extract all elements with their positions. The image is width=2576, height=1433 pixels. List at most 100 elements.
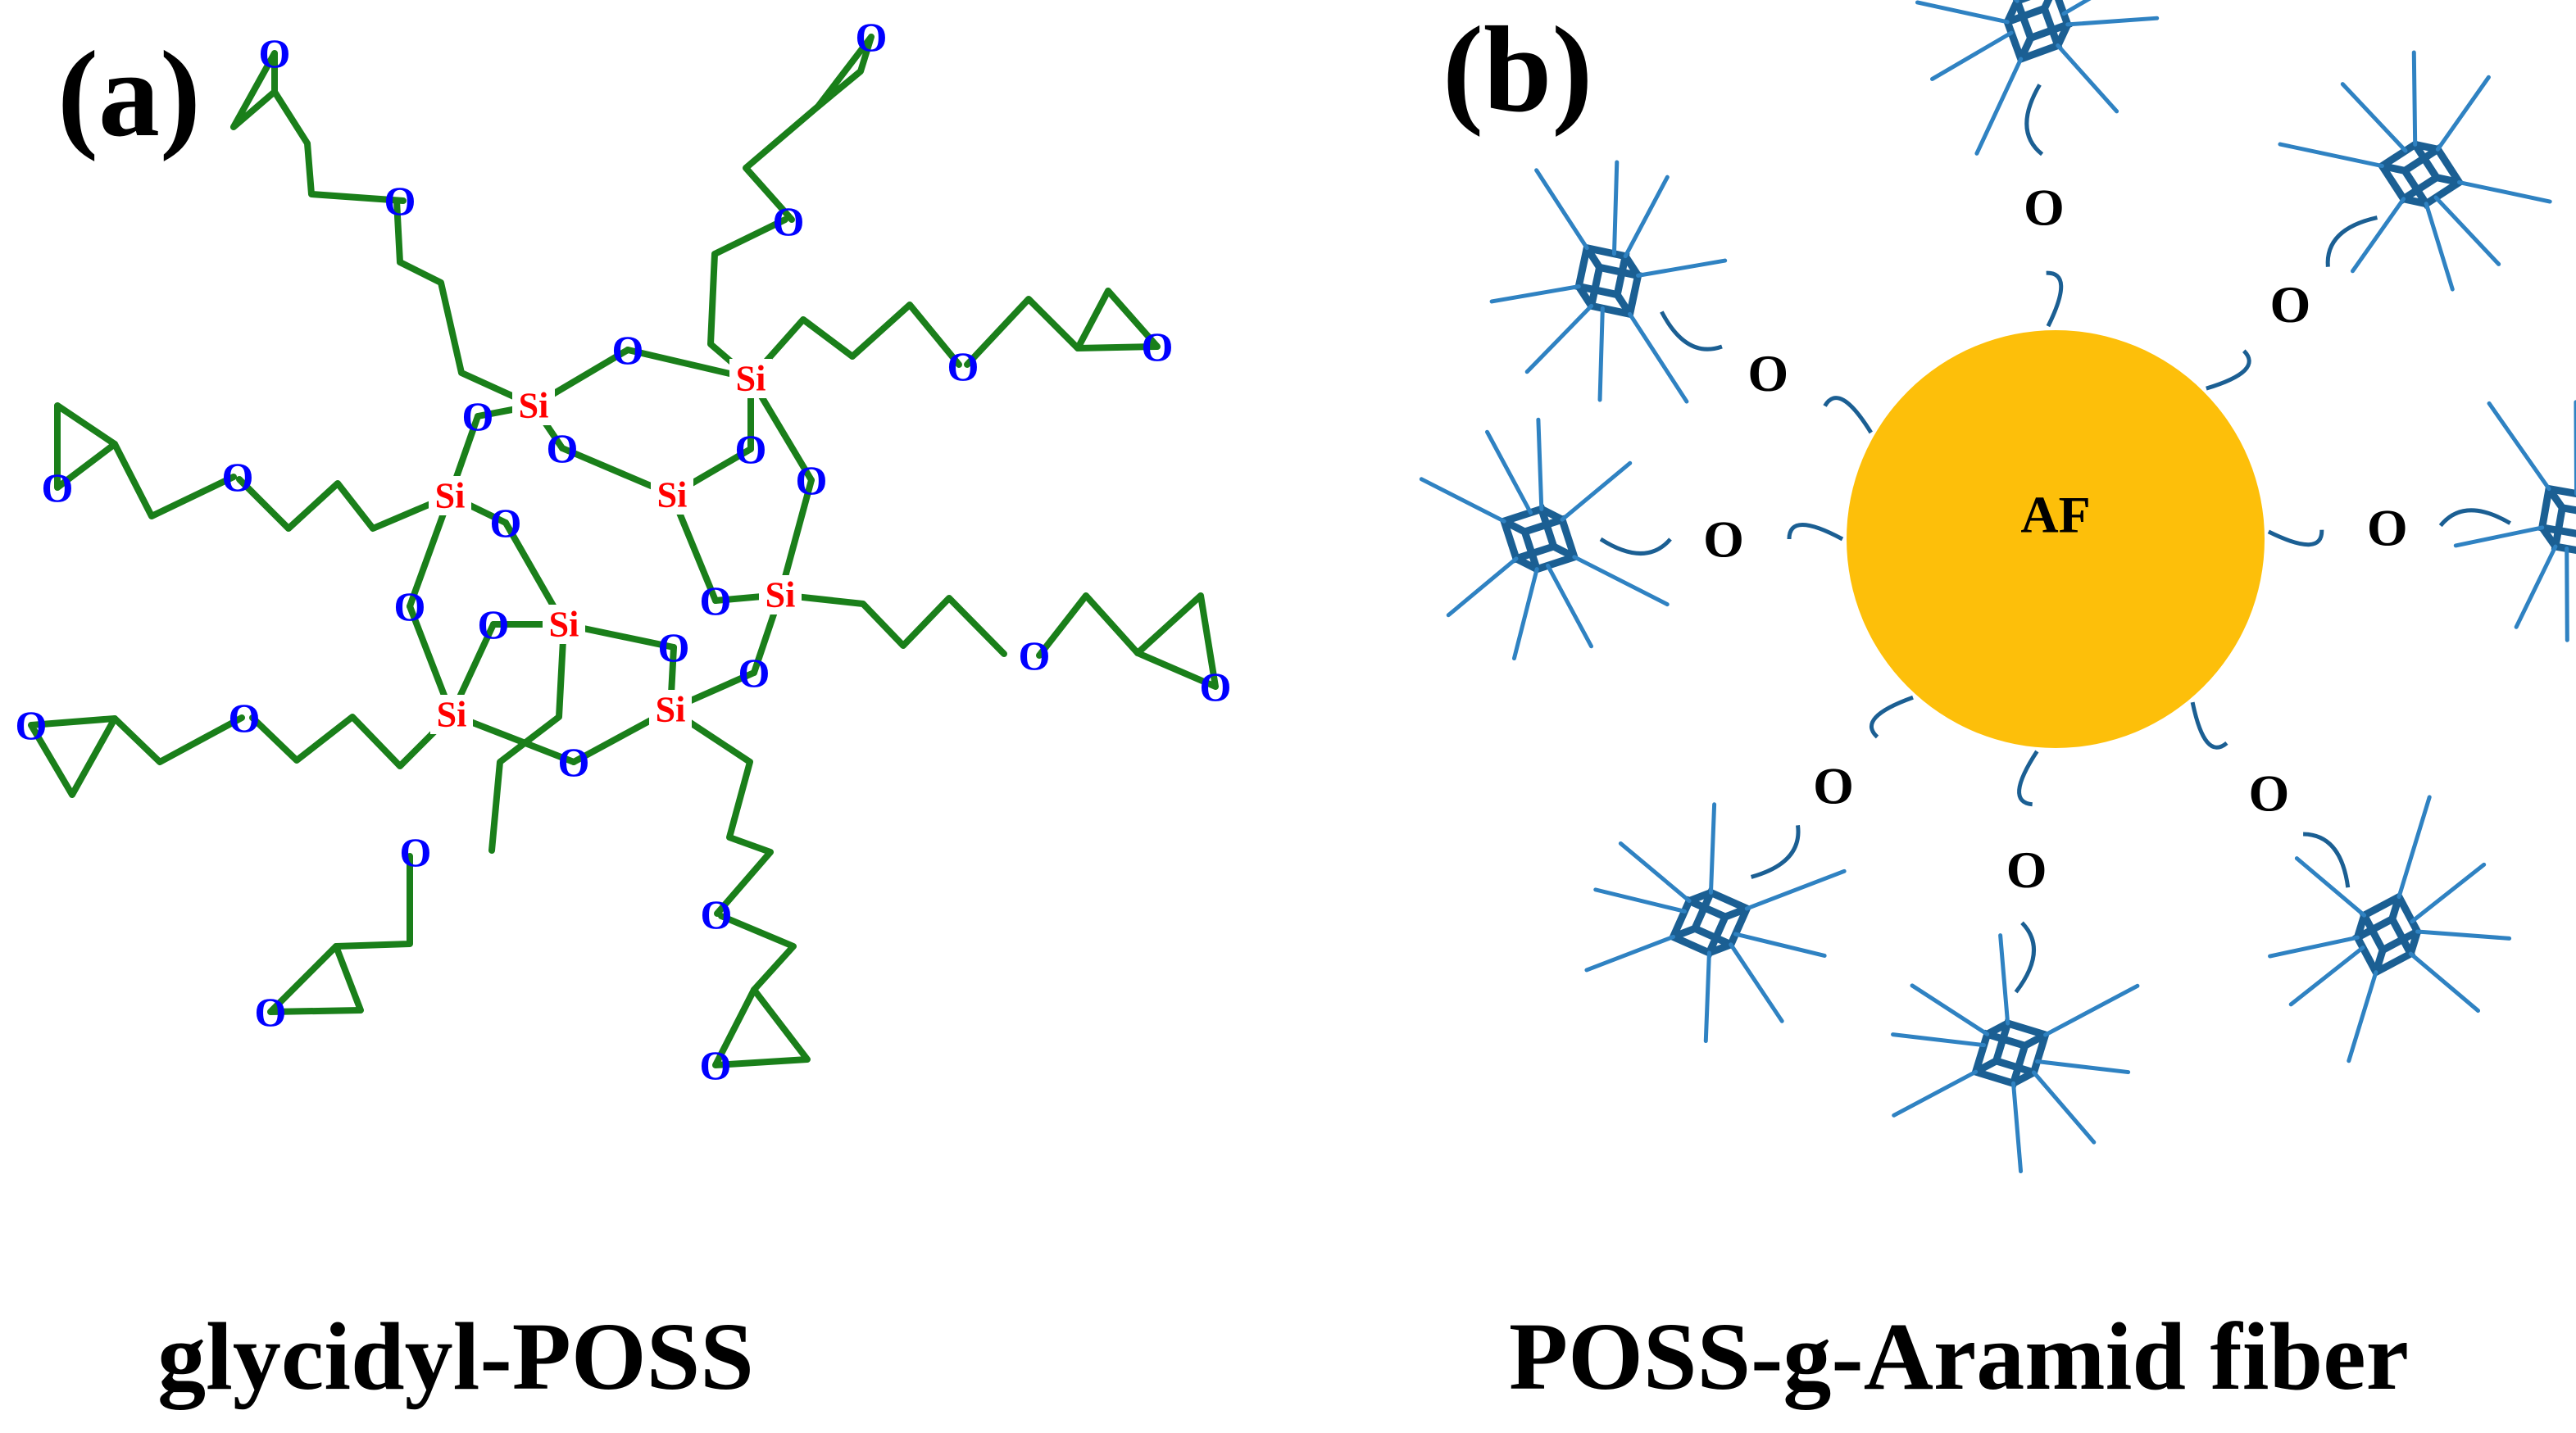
poss-graft-2: O [1489,160,1873,434]
arm-3-ether-oxygen: O [222,454,254,500]
arm-2-propyl-chain [747,302,962,382]
cage-silicon-0: Si [519,386,549,426]
panel-b: (b) AF O O O O O O O O POSS-g-Aramid fiber [1419,0,2576,1410]
graft-tether-inner [1787,523,1844,542]
arm-2-epoxide-oxygen: O [1142,324,1174,370]
silicon-label-backing [649,690,692,729]
arm-6-epoxide-oxygen: O [255,989,287,1035]
poss-graft-0: O [1915,0,2160,328]
linker-oxygen: O [2367,498,2408,556]
silicon-label-backing [429,476,471,515]
fiber-core-label: AF [2020,486,2090,544]
arm-4-epoxide-oxygen: O [1200,664,1232,710]
cage-oxygen-11: O [558,739,590,785]
graft-tether-outer [2438,508,2511,528]
arm-0-propyl-chain [393,197,537,409]
poss-graft-5: O [2190,701,2512,1063]
linker-oxygen: O [2006,841,2047,899]
epoxide-ring-icon [230,50,278,130]
silicon-label-backing [759,575,802,614]
linker-oxygen: O [2248,764,2289,823]
linker-oxygen: O [1703,510,1744,569]
graft-tether-outer [1750,824,1801,879]
cage-oxygen-0: O [612,327,644,373]
linker-oxygen: O [1747,344,1788,402]
cage-silicon-1: Si [736,359,766,399]
arm-3-propyl-chain [236,476,453,532]
epoxide-ring-icon [815,34,875,110]
cube-cage-icon [1584,802,1847,1044]
graft-tether-inner [2190,701,2228,750]
graft-tether-outer [2014,921,2036,994]
epoxide-ring-icon [267,943,364,1015]
graft-tether-inner [2206,349,2251,391]
arm-4-ether-oxygen: O [1019,633,1051,678]
cage-silicon-2: Si [435,476,466,516]
arm-1-epoxide-oxygen: O [856,14,888,60]
cube-cage-icon [1891,933,2140,1174]
panel-b-caption: POSS-g-Aramid fiber [1509,1303,2409,1410]
epoxide-ring-icon [1074,288,1161,351]
poss-graft-7: O [1891,750,2140,1174]
linker-oxygen: O [2269,275,2310,333]
arm-0-glycidyl-tail [271,88,407,204]
arm-4-propyl-chain [777,592,1007,657]
graft-tether-inner [2017,750,2039,807]
aramid-fiber-core [1847,330,2265,748]
molecule-bonds [28,34,1219,1068]
epoxide-ring-icon [712,986,811,1068]
linker-oxygen: O [1813,756,1854,814]
arm-7-glycidyl-tail [718,913,797,993]
cage-oxygen-8: O [478,601,510,647]
cube-cage-icon [2268,795,2512,1063]
cube-cage-icon [2278,50,2552,292]
cage-oxygen-10: O [738,650,770,696]
arm-5-glycidyl-tail [111,714,245,765]
cage-silicon-6: Si [437,695,467,735]
arm-5-ether-oxygen: O [229,695,261,741]
panel-a-caption: glycidyl-POSS [157,1303,754,1410]
arm-0-epoxide-oxygen: O [259,30,291,76]
silicon-label-backing [543,605,585,644]
graft-tether-inner [1823,396,1873,434]
graft-tether-outer [1660,311,1723,351]
arm-1-glycidyl-tail [743,103,821,223]
graft-tether-outer [1599,537,1672,556]
epoxide-ring-icon [54,402,118,491]
cage-oxygen-9: O [658,624,690,670]
arm-7-ether-oxygen: O [701,891,733,937]
arm-6-propyl-chain [488,621,567,854]
panel-a-label: (a) [57,26,201,162]
silicon-label-backing [430,695,473,734]
cube-cage-icon [1915,0,2160,156]
linker-oxygen: O [2024,179,2065,237]
poss-grafted-fiber: AF O O O O O O O O [1419,0,2576,1174]
graft-tether-outer [2303,832,2351,888]
cube-cage-icon [2453,400,2576,642]
poss-graft-4: O [1419,417,1844,661]
cage-oxygen-1: O [462,393,494,439]
graft-tether-inner [2267,529,2324,547]
cube-cage-icon [1419,417,1670,661]
cage-silicon-7: Si [656,690,686,730]
poss-grafts: O O O O O O O O [1419,0,2576,1174]
cage-oxygen-7: O [700,578,732,624]
arm-6-ether-oxygen: O [400,829,432,875]
cage-silicon-3: Si [657,475,688,515]
arm-6-glycidyl-tail [333,853,413,950]
cage-oxygen-5: O [394,583,426,629]
arm-7-propyl-chain [667,706,774,917]
silicon-label-backing [512,386,555,425]
arm-0-ether-oxygen: O [384,178,416,224]
panel-b-label: (b) [1442,2,1592,138]
cage-silicon-4: Si [549,605,579,645]
graft-tether-outer [2024,84,2044,156]
epoxide-ring-icon [28,715,118,798]
cage-oxygen-6: O [490,500,522,546]
arm-2-glycidyl-tail [964,296,1081,368]
arm-3-epoxide-oxygen: O [42,465,74,510]
